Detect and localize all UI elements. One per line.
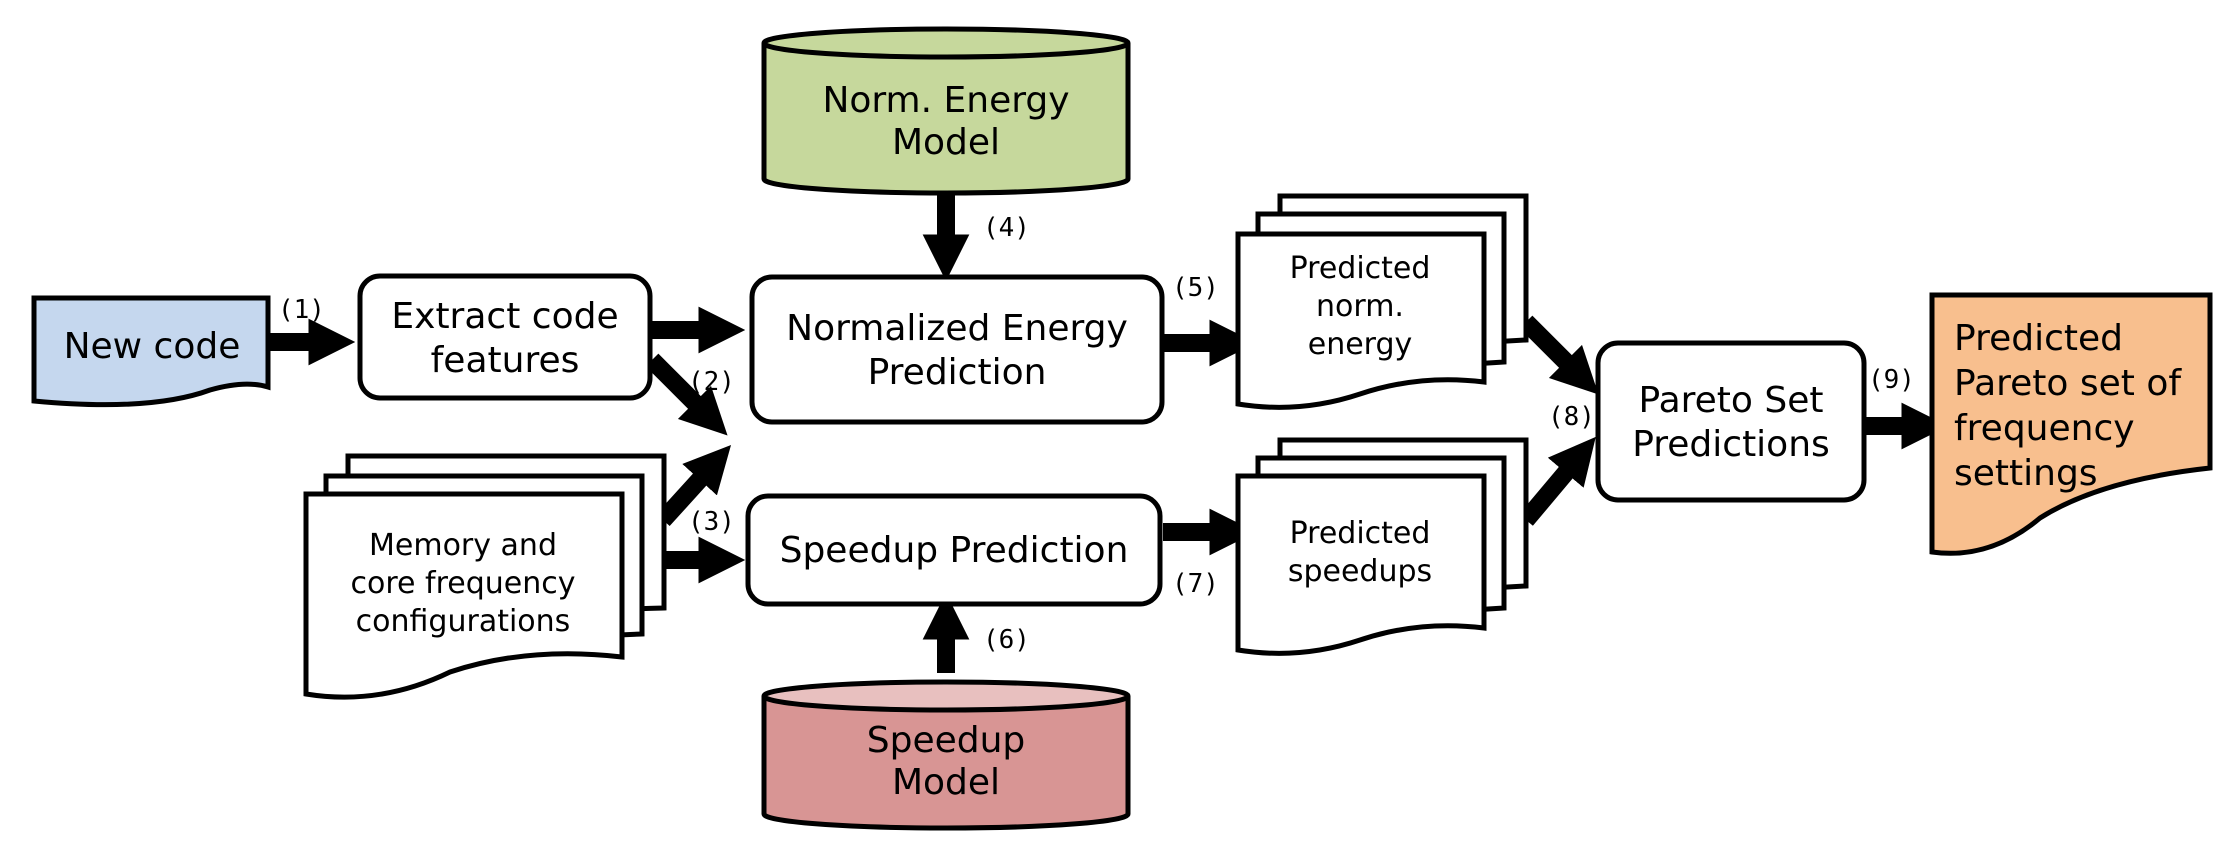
predicted-norm-energy-line-3: energy xyxy=(1308,327,1413,362)
extract-features-line-2: features xyxy=(431,340,580,381)
pareto-set-predictions-node: Pareto Set Predictions xyxy=(1595,340,1867,503)
extract-features-node: Extract code features xyxy=(357,273,653,401)
norm-energy-model-line-1: Norm. Energy xyxy=(822,80,1069,121)
predicted-pareto-set-node: Predicted Pareto set of frequency settin… xyxy=(1929,292,2213,556)
step-label-6: (6) xyxy=(983,625,1030,655)
speedup-prediction-label: Speedup Prediction xyxy=(780,530,1129,571)
step-label-1: (1) xyxy=(278,295,325,325)
speedup-model-line-1: Speedup xyxy=(867,720,1026,761)
norm-energy-prediction-node: Normalized Energy Prediction xyxy=(749,274,1165,425)
predicted-norm-energy-line-1: Predicted xyxy=(1290,251,1431,286)
mem-core-configs-line-3: configurations xyxy=(356,604,571,639)
step-label-7: (7) xyxy=(1172,569,1219,599)
predicted-norm-energy-line-2: norm. xyxy=(1316,289,1404,324)
new-code-label: New code xyxy=(64,326,241,367)
step-label-8: (8) xyxy=(1548,402,1595,432)
predicted-pareto-set-line-2: Pareto set of xyxy=(1954,363,2182,404)
predicted-norm-energy-node: Predicted norm. energy xyxy=(1235,193,1529,410)
speedup-prediction-node: Speedup Prediction xyxy=(745,493,1163,607)
arrows xyxy=(270,194,1949,673)
mem-core-configs-line-2: core frequency xyxy=(351,566,576,601)
extract-features-line-1: Extract code xyxy=(391,296,618,337)
mem-core-configs-node: Memory and core frequency configurations xyxy=(303,453,667,700)
new-code-node: New code xyxy=(31,295,271,408)
norm-energy-model-node: Norm. Energy Model xyxy=(761,26,1131,196)
pareto-set-predictions-line-2: Predictions xyxy=(1632,424,1830,465)
step-labels: (1) (2) (3) (4) (5) (6) (7) (8) (9) xyxy=(278,213,1915,655)
step-label-3: (3) xyxy=(688,507,735,537)
step-label-4: (4) xyxy=(983,213,1030,243)
mem-core-configs-line-1: Memory and xyxy=(369,528,557,563)
norm-energy-prediction-line-1: Normalized Energy xyxy=(786,308,1128,349)
norm-energy-prediction-line-2: Prediction xyxy=(868,352,1047,393)
predicted-speedups-line-2: speedups xyxy=(1288,554,1432,589)
predicted-speedups-node: Predicted speedups xyxy=(1235,437,1529,656)
arrow-2 xyxy=(645,353,728,436)
predicted-speedups-line-1: Predicted xyxy=(1290,516,1431,551)
arrow-energy-to-pareto xyxy=(1519,315,1599,395)
arrow-speedups-to-pareto xyxy=(1519,436,1596,526)
predicted-pareto-set-line-4: settings xyxy=(1954,453,2098,494)
predicted-pareto-set-line-1: Predicted xyxy=(1954,318,2123,359)
step-label-2: (2) xyxy=(688,367,735,397)
speedup-model-line-2: Model xyxy=(892,762,1000,803)
step-label-5: (5) xyxy=(1172,273,1219,303)
pareto-set-predictions-line-1: Pareto Set xyxy=(1638,380,1823,421)
arrow-configs-up xyxy=(656,445,732,527)
predicted-pareto-set-line-3: frequency xyxy=(1954,408,2135,449)
step-label-9: (9) xyxy=(1868,365,1915,395)
norm-energy-model-line-2: Model xyxy=(892,122,1000,163)
speedup-model-node: Speedup Model xyxy=(761,679,1131,831)
